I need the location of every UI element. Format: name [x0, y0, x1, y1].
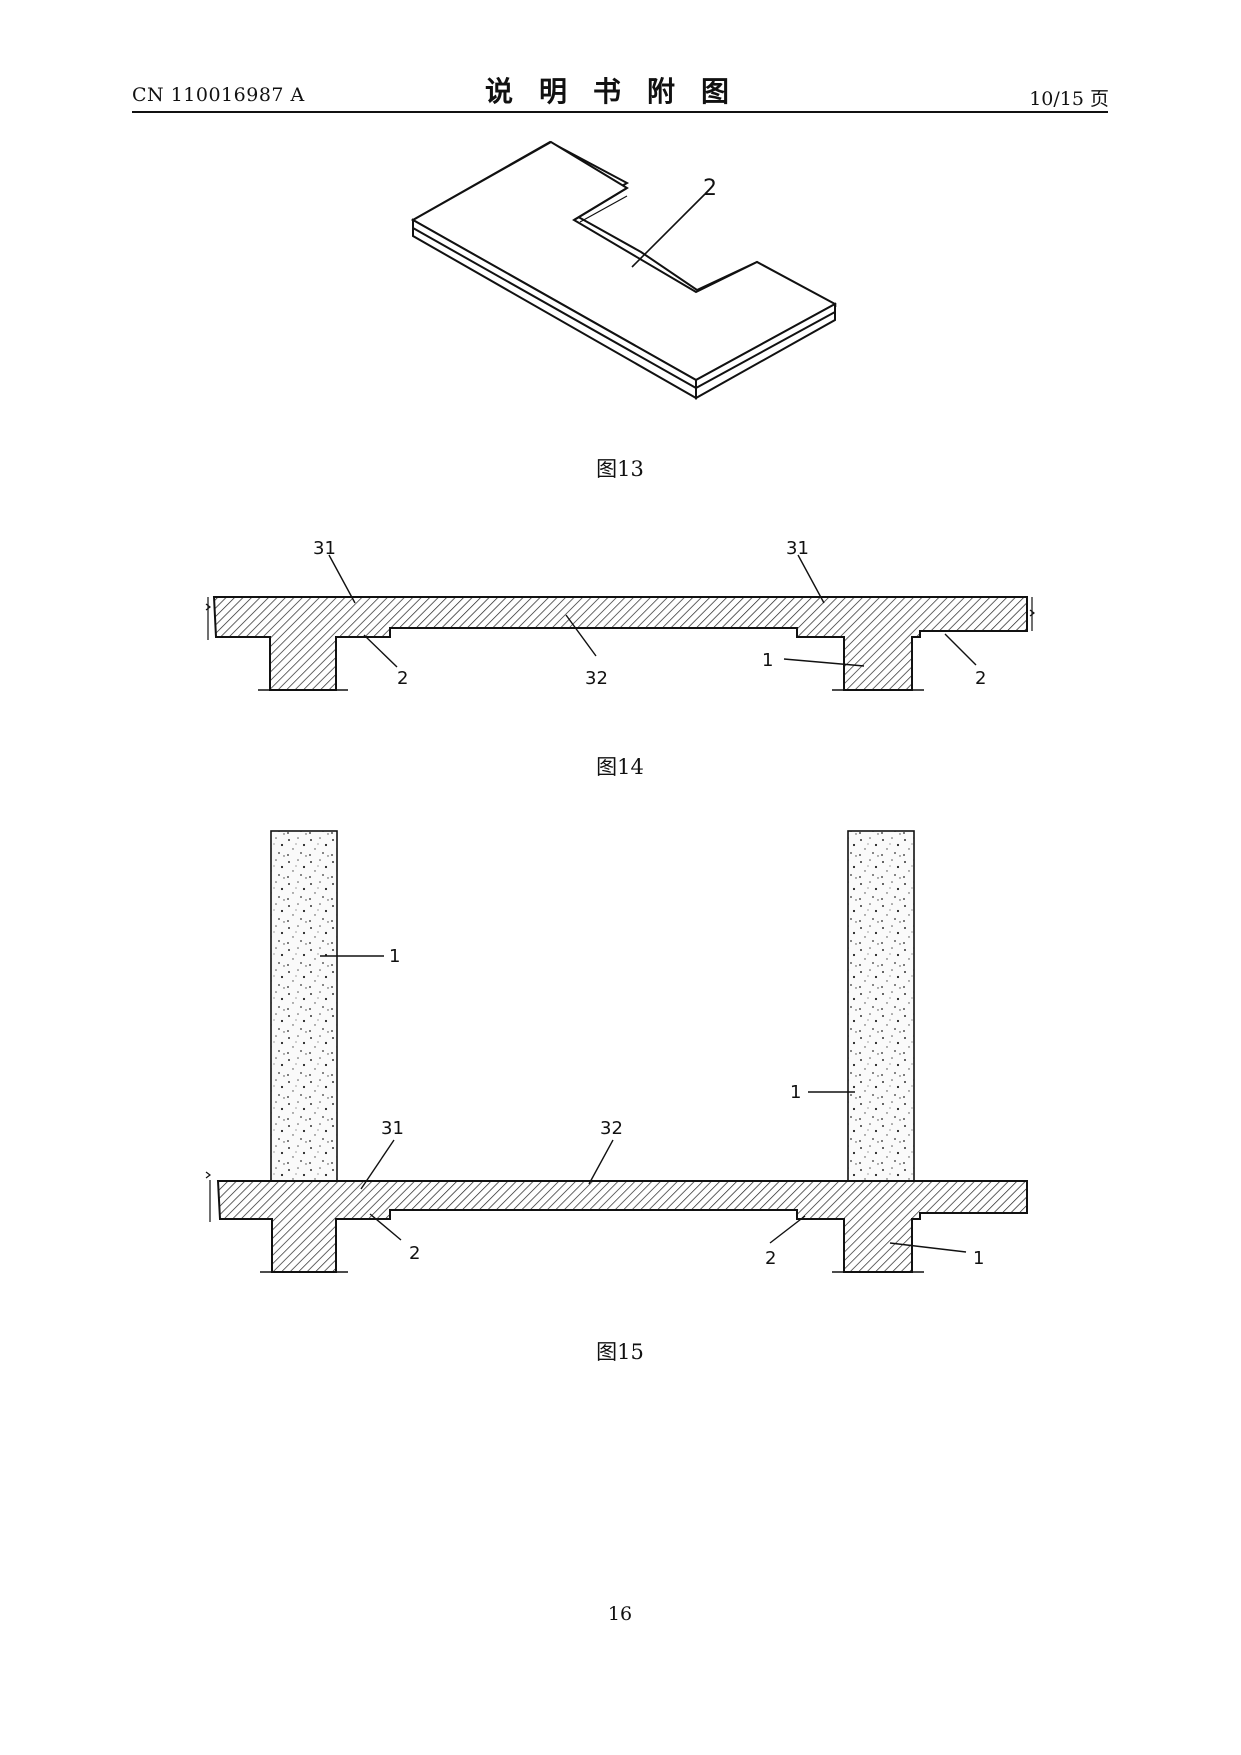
label-31: 31 [381, 1118, 404, 1139]
slab-section-15 [216, 1180, 1028, 1273]
caption-fig13: 图13 [596, 457, 644, 481]
label-2: 2 [703, 176, 717, 201]
label-1-column-right: 1 [790, 1082, 801, 1103]
label-32: 32 [585, 668, 608, 689]
patent-number: CN 110016987 A [132, 84, 305, 106]
label-2-right: 2 [975, 668, 986, 689]
figure-15-drawing: 1 1 31 32 2 2 1 [205, 830, 1028, 1273]
label-1: 1 [762, 650, 773, 671]
label-2-right: 2 [765, 1248, 776, 1269]
column-right [847, 830, 915, 1182]
label-1-beam: 1 [973, 1248, 984, 1269]
caption-fig15: 图15 [596, 1340, 644, 1364]
label-2-left: 2 [409, 1243, 420, 1264]
panel-2-isometric [410, 140, 838, 400]
label-31-right: 31 [786, 538, 809, 559]
figure-14-drawing: 31 31 2 32 1 2 [205, 538, 1035, 691]
figure-13-drawing: 2 [410, 140, 838, 400]
leader-2 [631, 193, 706, 268]
label-1-column-left: 1 [389, 946, 400, 967]
label-2-left: 2 [397, 668, 408, 689]
column-left [270, 830, 338, 1182]
label-31-left: 31 [313, 538, 336, 559]
header-rule [132, 111, 1108, 113]
caption-fig14: 图14 [596, 755, 644, 779]
page-count: 10/15 页 [1029, 88, 1109, 110]
page-number: 16 [607, 1603, 633, 1625]
section-title: 说明书附图 [484, 75, 755, 108]
label-32: 32 [600, 1118, 623, 1139]
